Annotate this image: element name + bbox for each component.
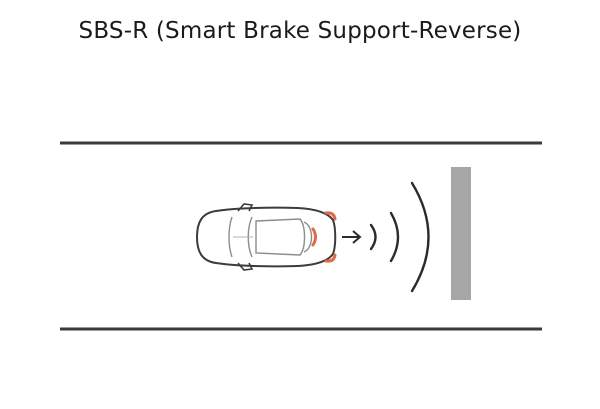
arrow-right-icon [342,230,362,244]
car-icon [195,203,337,271]
diagram-title: SBS-R (Smart Brake Support-Reverse) [78,18,522,44]
sensor-waves-icon [369,181,430,293]
rear-sensor-icons [311,211,337,263]
obstacle-wall-icon [451,167,471,300]
